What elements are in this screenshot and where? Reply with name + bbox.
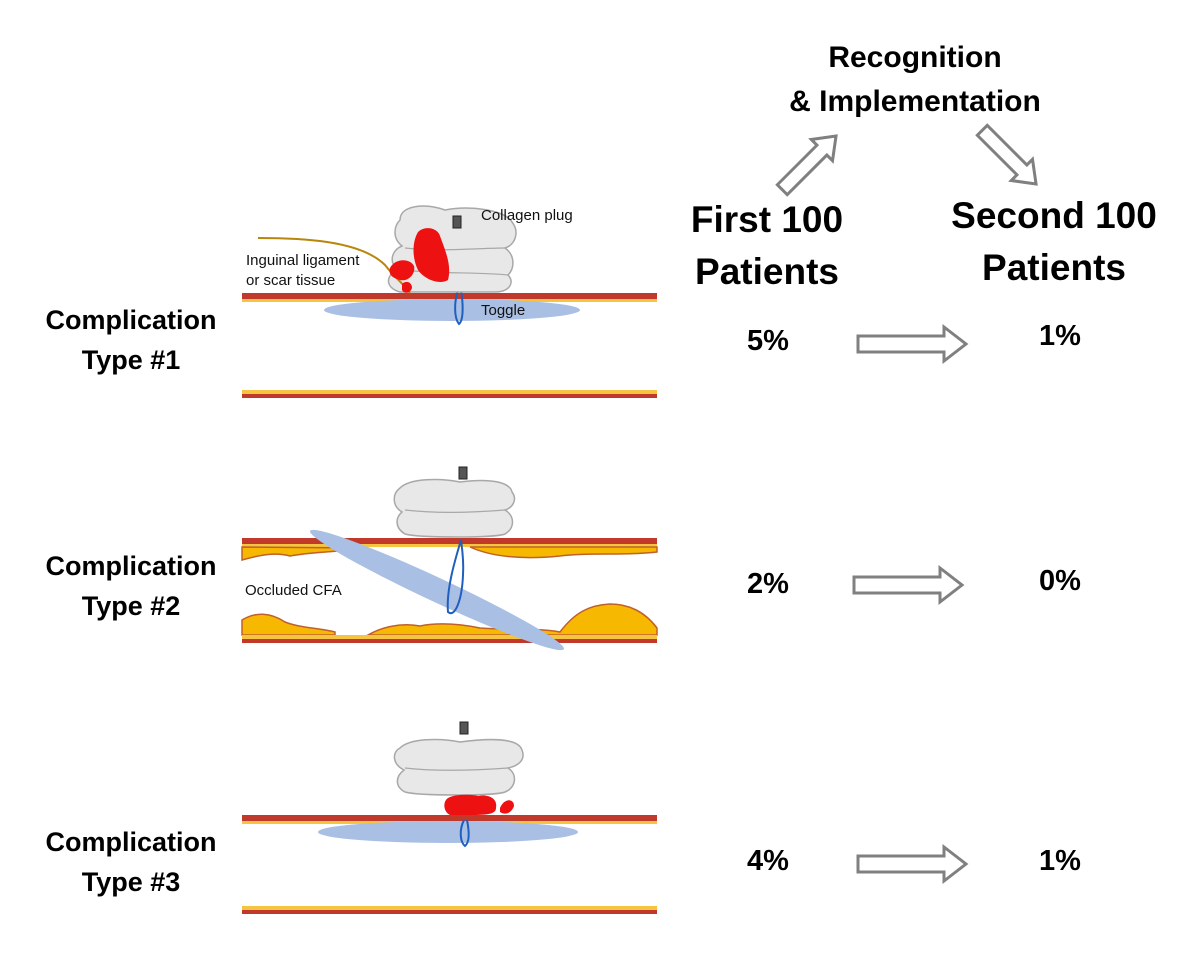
collagen-plug-label: Collagen plug <box>481 207 573 224</box>
row3-second-pct: 1% <box>1039 845 1081 877</box>
row1-illustration <box>242 205 657 398</box>
ligament-label-line1: Inguinal ligament <box>246 252 360 269</box>
row1-label-line2: Type #1 <box>81 345 181 375</box>
recognition-heading: Recognition & Implementation <box>740 36 1090 124</box>
row2-label-line1: Complication <box>45 551 217 581</box>
row3-suture <box>459 819 470 848</box>
down-diagonal-arrow <box>975 123 1038 186</box>
row3-right-arrow <box>856 843 969 885</box>
row1-vessel-bottom-inner <box>242 390 657 394</box>
row3-plug-knot <box>459 721 469 735</box>
row3-label-line1: Complication <box>45 827 217 857</box>
row1-vessel-bottom-wall <box>242 394 657 398</box>
row3-vessel-bottom-inner <box>242 906 657 910</box>
row1-toggle <box>324 299 580 321</box>
row3-collagen-plug <box>393 738 524 796</box>
row2-label-line2: Type #2 <box>81 591 181 621</box>
row3-illustration <box>242 721 657 914</box>
second-100-heading: Second 100 Patients <box>944 190 1164 294</box>
row2-label: Complication Type #2 <box>21 546 241 626</box>
occluded-cfa-label: Occluded CFA <box>245 582 342 599</box>
row1-second-pct: 1% <box>1039 320 1081 352</box>
row2-illustration <box>241 466 658 651</box>
row3-plug-fold <box>404 767 509 771</box>
recognition-line2: & Implementation <box>789 85 1041 118</box>
second-100-line1: Second 100 <box>951 195 1157 236</box>
row2-vessel-bottom-wall <box>242 639 657 643</box>
row1-right-arrow <box>856 323 969 365</box>
toggle-label: Toggle <box>481 302 526 319</box>
up-diagonal-arrow <box>775 134 838 197</box>
row3-hematoma-main <box>444 794 497 815</box>
ligament-label-line2: or scar tissue <box>246 272 336 289</box>
row3-first-pct: 4% <box>747 845 789 877</box>
row2-vessel-top-wall <box>242 538 657 544</box>
row3-hematoma-small <box>500 800 514 814</box>
ligament-label: Inguinal ligament or scar tissue <box>246 251 359 291</box>
row2-plaque-top <box>241 546 658 561</box>
first-100-line2: Patients <box>695 251 839 292</box>
first-100-heading: First 100 Patients <box>672 194 862 298</box>
row2-right-arrow <box>852 564 965 606</box>
row3-label: Complication Type #3 <box>21 822 241 902</box>
first-100-line1: First 100 <box>690 199 844 240</box>
row2-suture <box>446 539 465 615</box>
row1-label: Complication Type #1 <box>21 300 241 380</box>
row1-hematoma-small <box>389 260 415 281</box>
row2-toggle-tilted <box>310 529 564 651</box>
row2-plug-knot <box>458 466 468 480</box>
row3-vessel-top-wall <box>242 815 657 821</box>
row1-vessel-top-wall <box>242 293 657 299</box>
row1-hematoma-large <box>413 228 450 282</box>
row1-label-line1: Complication <box>45 305 217 335</box>
row2-vessel-top-inner <box>242 544 657 547</box>
row1-suture <box>454 289 464 326</box>
row3-vessel-bottom-wall <box>242 910 657 914</box>
row3-toggle <box>318 821 578 843</box>
recognition-line1: Recognition <box>828 41 1002 74</box>
row1-first-pct: 5% <box>747 325 789 357</box>
row1-hematoma-drip <box>402 281 412 293</box>
row2-plug-fold <box>404 509 506 513</box>
row2-vessel-bottom-inner <box>242 635 657 639</box>
row2-collagen-plug <box>393 478 516 538</box>
row2-first-pct: 2% <box>747 568 789 600</box>
second-100-line2: Patients <box>982 247 1126 288</box>
row2-second-pct: 0% <box>1039 565 1081 597</box>
row3-label-line2: Type #3 <box>81 867 181 897</box>
row1-plug-knot <box>452 215 462 229</box>
